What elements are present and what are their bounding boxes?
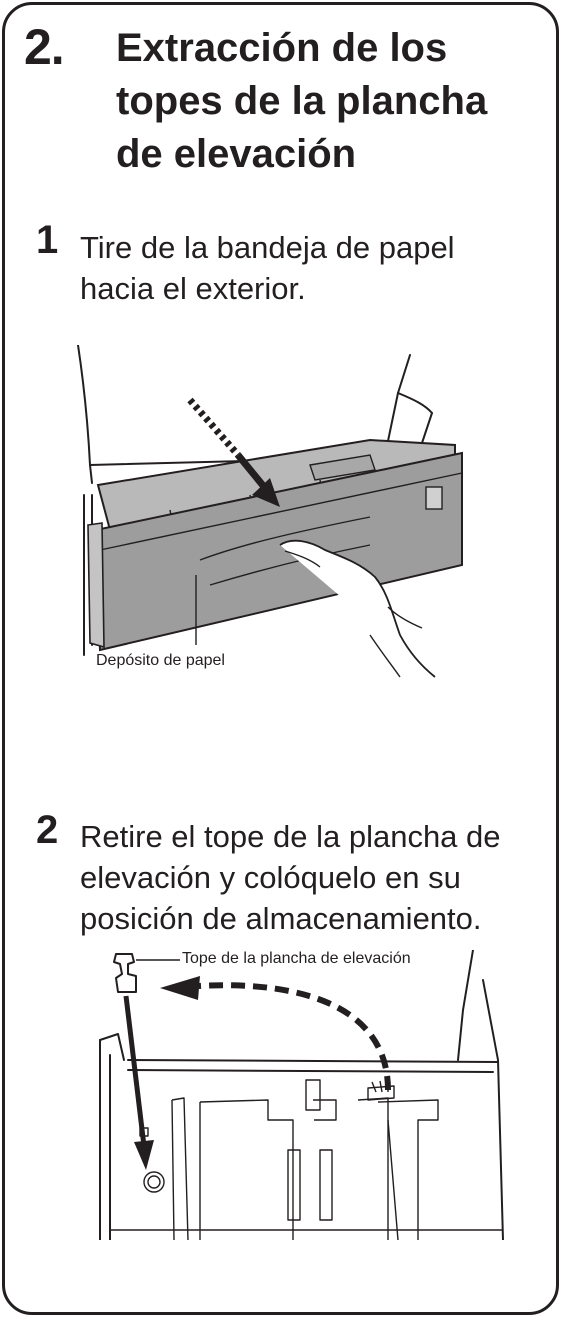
paper-tray-callout: Depósito de papel: [96, 652, 225, 669]
section-number: 2.: [24, 19, 65, 75]
instruction-card: [2, 2, 559, 1315]
paper-tray-illustration: [77, 345, 463, 678]
step-1-text: Tire de la bandeja de papel hacia el ext…: [80, 230, 455, 306]
step-1-number: 1: [36, 218, 59, 262]
step-2-number: 2: [36, 808, 59, 852]
stopper-callout: Tope de la plancha de elevación: [182, 950, 411, 967]
section-title: Extracción de los topes de la plancha de…: [116, 26, 488, 176]
step-2-text: Retire el tope de la plancha de elevació…: [80, 819, 501, 936]
tray-interior-illustration: [99, 950, 504, 1240]
